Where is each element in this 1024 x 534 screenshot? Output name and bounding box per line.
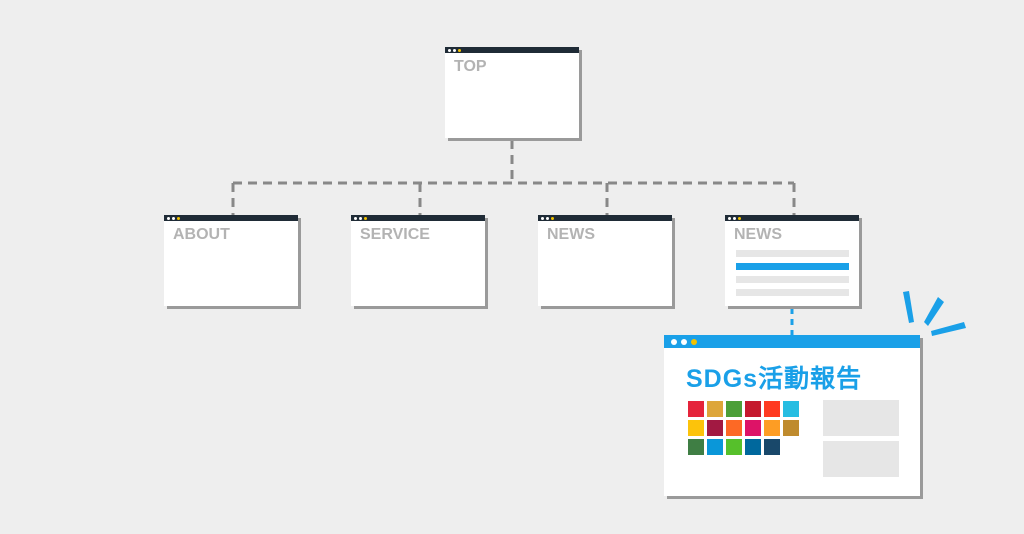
page-window-top: TOP (445, 47, 579, 138)
sdg-goal-tile-2 (707, 401, 723, 417)
sdg-goal-tile-9 (726, 420, 742, 436)
window-dot-icon (354, 216, 357, 220)
attention-burst-icon (903, 291, 966, 336)
window-dot-icon (541, 216, 544, 220)
window-dot-icon (448, 48, 451, 52)
sdg-goal-tile-11 (764, 420, 780, 436)
sdg-goal-tile-3 (726, 401, 742, 417)
sdg-goal-tile-13 (688, 439, 704, 455)
window-title-bar (538, 215, 672, 221)
sdg-goal-tile-1 (688, 401, 704, 417)
window-dot-icon (458, 48, 461, 52)
window-dot-icon (671, 338, 677, 345)
page-label-top: TOP (454, 58, 487, 75)
page-window-news-list: NEWS (725, 215, 859, 306)
window-dot-icon (364, 216, 367, 220)
detail-title-bar (664, 335, 920, 348)
sdg-goal-tile-14 (707, 439, 723, 455)
sdg-goal-tile-5 (764, 401, 780, 417)
content-placeholder (823, 441, 899, 477)
sdg-goal-tile-15 (726, 439, 742, 455)
window-dot-icon (691, 338, 697, 345)
page-window-about: ABOUT (164, 215, 298, 306)
window-dot-icon (453, 48, 456, 52)
sdg-goal-tile-6 (783, 401, 799, 417)
window-dot-icon (177, 216, 180, 220)
detail-window-sdgs: SDGs活動報告 (664, 335, 920, 496)
window-dot-icon (359, 216, 362, 220)
page-label-service: SERVICE (360, 226, 430, 243)
window-dot-icon (728, 216, 731, 220)
page-window-service: SERVICE (351, 215, 485, 306)
window-dot-icon (733, 216, 736, 220)
sdg-goal-tile-7 (688, 420, 704, 436)
news-article-line (736, 250, 849, 257)
window-title-bar (164, 215, 298, 221)
page-window-news: NEWS (538, 215, 672, 306)
detail-title: SDGs活動報告 (686, 365, 863, 393)
page-label-about: ABOUT (173, 226, 230, 243)
news-article-line (736, 289, 849, 296)
window-dot-icon (551, 216, 554, 220)
window-dot-icon (738, 216, 741, 220)
window-title-bar (351, 215, 485, 221)
content-placeholder (823, 400, 899, 436)
sdg-goal-tile-8 (707, 420, 723, 436)
sdg-icon-grid (688, 401, 799, 455)
window-title-bar (725, 215, 859, 221)
window-dot-icon (172, 216, 175, 220)
sdg-goal-tile-16 (745, 439, 761, 455)
window-title-bar (445, 47, 579, 53)
news-article-line (736, 276, 849, 283)
window-dot-icon (546, 216, 549, 220)
page-label-news: NEWS (547, 226, 595, 243)
sdg-goal-tile-10 (745, 420, 761, 436)
sdg-goal-tile-12 (783, 420, 799, 436)
news-article-line-highlighted (736, 263, 849, 270)
sdg-goal-tile-17 (764, 439, 780, 455)
page-label-news: NEWS (734, 226, 782, 243)
window-dot-icon (167, 216, 170, 220)
sdg-goal-tile-4 (745, 401, 761, 417)
window-dot-icon (681, 338, 687, 345)
